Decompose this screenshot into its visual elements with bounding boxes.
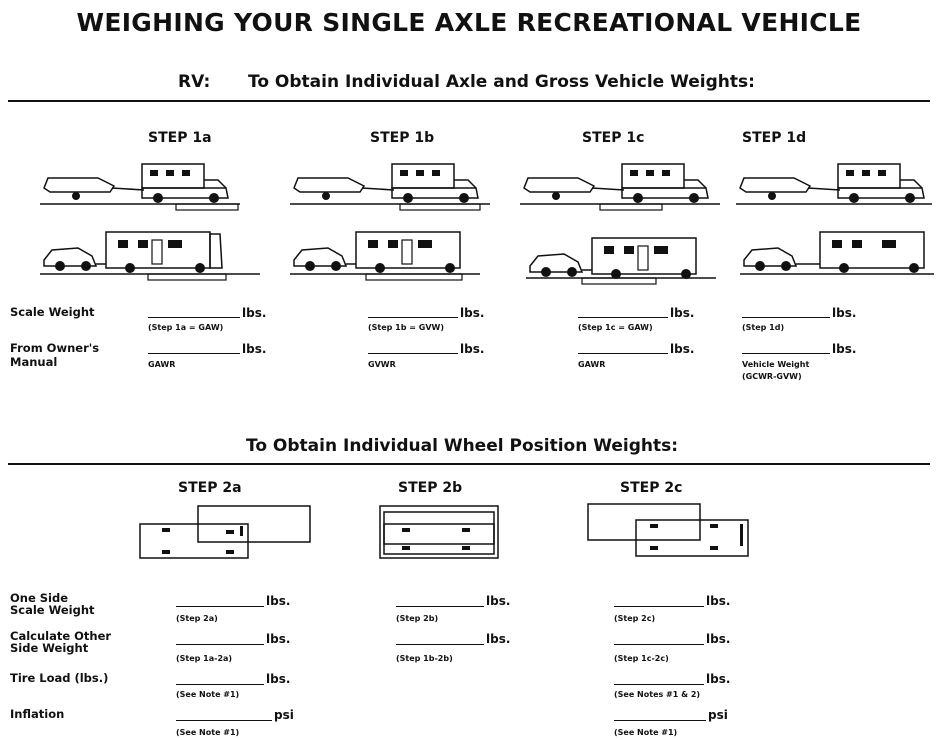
motorhome-car-illustration-1b	[290, 231, 480, 281]
step-2b-label: STEP 2b	[398, 480, 463, 496]
wheel-position-diagram-2b	[379, 505, 499, 559]
truck-boat-illustration-1a	[40, 163, 240, 211]
step-2a-other-side-unit: lbs.	[266, 632, 291, 646]
motorhome-car-illustration-1a	[40, 231, 260, 281]
step-1d-label: STEP 1d	[742, 130, 807, 146]
owners-manual-label-line2: Manual	[10, 355, 58, 369]
calc-other-label-line2: Side Weight	[10, 641, 89, 655]
step-1b-note: (Step 1b = GVW)	[368, 323, 444, 332]
step-1c-gawr-unit: lbs.	[670, 342, 695, 356]
step-2b-one-side-unit: lbs.	[486, 594, 511, 608]
section1-heading: To Obtain Individual Axle and Gross Vehi…	[248, 72, 755, 92]
step-2a-tire-load-note: (See Note #1)	[176, 690, 240, 699]
step-2b-one-side-note: (Step 2b)	[396, 614, 439, 623]
step-2c-label: STEP 2c	[620, 480, 683, 496]
step-2c-one-side-field[interactable]	[614, 592, 704, 607]
step-1d-scale-unit: lbs.	[832, 306, 857, 320]
step-2c-tire-load-unit: lbs.	[706, 672, 731, 686]
step-2b-other-side-note: (Step 1b-2b)	[396, 654, 453, 663]
step-2c-inflation-note: (See Note #1)	[614, 728, 678, 737]
step-1a-gawr-field[interactable]	[148, 339, 240, 354]
step-1b-gvwr-label: GVWR	[368, 360, 396, 369]
wheel-position-diagram-2a	[139, 505, 311, 559]
step-2a-tire-load-unit: lbs.	[266, 672, 291, 686]
step-2c-inflation-field[interactable]	[614, 706, 706, 721]
section1-divider	[8, 100, 930, 102]
calc-other-label-line1: Calculate Other	[10, 629, 112, 643]
step-2b-other-side-unit: lbs.	[486, 632, 511, 646]
step-1b-gvwr-unit: lbs.	[460, 342, 485, 356]
step-1b-scale-weight-field[interactable]	[368, 303, 458, 318]
motorhome-car-illustration-1c	[526, 237, 716, 285]
step-1a-scale-weight-field[interactable]	[148, 303, 240, 318]
step-1d-vehicle-weight-unit: lbs.	[832, 342, 857, 356]
step-2c-other-side-note: (Step 1c-2c)	[614, 654, 669, 663]
section2-heading: To Obtain Individual Wheel Position Weig…	[246, 436, 679, 456]
step-1c-scale-unit: lbs.	[670, 306, 695, 320]
step-1d-vehicle-weight-field[interactable]	[742, 339, 830, 354]
step-1d-scale-weight-field[interactable]	[742, 303, 830, 318]
step-1d-note: (Step 1d)	[742, 323, 785, 332]
step-2a-inflation-note: (See Note #1)	[176, 728, 240, 737]
step-1a-note: (Step 1a = GAW)	[148, 323, 224, 332]
truck-boat-illustration-1b	[290, 163, 490, 211]
step-2c-one-side-note: (Step 2c)	[614, 614, 656, 623]
step-2a-other-side-note: (Step 1a-2a)	[176, 654, 233, 663]
step-1d-vehicle-weight-formula: (GCWR-GVW)	[742, 372, 802, 381]
page-title: WEIGHING YOUR SINGLE AXLE RECREATIONAL V…	[76, 8, 862, 37]
step-2c-tire-load-note: (See Notes #1 & 2)	[614, 690, 701, 699]
step-2a-tire-load-field[interactable]	[176, 670, 264, 685]
step-2b-one-side-field[interactable]	[396, 592, 484, 607]
section2-divider	[8, 463, 930, 465]
step-2a-one-side-unit: lbs.	[266, 594, 291, 608]
tire-load-label: Tire Load (lbs.)	[10, 671, 109, 685]
step-2c-other-side-field[interactable]	[614, 630, 704, 645]
inflation-label: Inflation	[10, 707, 65, 721]
step-2c-one-side-unit: lbs.	[706, 594, 731, 608]
step-1c-gawr-field[interactable]	[578, 339, 668, 354]
step-1a-scale-unit: lbs.	[242, 306, 267, 320]
step-1c-scale-weight-field[interactable]	[578, 303, 668, 318]
truck-boat-illustration-1c	[520, 163, 720, 211]
step-1b-label: STEP 1b	[370, 130, 435, 146]
step-2a-other-side-field[interactable]	[176, 630, 264, 645]
step-2b-other-side-field[interactable]	[396, 630, 484, 645]
wheel-position-diagram-2c	[587, 503, 749, 557]
step-1c-gawr-label: GAWR	[578, 360, 606, 369]
step-1d-vehicle-weight-label: Vehicle Weight	[742, 360, 810, 369]
step-2a-inflation-unit: psi	[274, 708, 294, 722]
scale-weight-label: Scale Weight	[10, 305, 95, 319]
step-2a-one-side-note: (Step 2a)	[176, 614, 218, 623]
step-2c-inflation-unit: psi	[708, 708, 728, 722]
truck-boat-illustration-1d	[736, 163, 932, 205]
one-side-label-line2: Scale Weight	[10, 603, 95, 617]
step-2a-inflation-field[interactable]	[176, 706, 272, 721]
step-1c-label: STEP 1c	[582, 130, 645, 146]
step-2a-one-side-field[interactable]	[176, 592, 264, 607]
step-1b-scale-unit: lbs.	[460, 306, 485, 320]
step-2c-tire-load-field[interactable]	[614, 670, 704, 685]
one-side-label-line1: One Side	[10, 591, 69, 605]
step-2a-label: STEP 2a	[178, 480, 242, 496]
step-1b-gvwr-field[interactable]	[368, 339, 458, 354]
step-1c-note: (Step 1c = GAW)	[578, 323, 653, 332]
owners-manual-label-line1: From Owner's	[10, 341, 100, 355]
step-1a-gawr-unit: lbs.	[242, 342, 267, 356]
step-2c-other-side-unit: lbs.	[706, 632, 731, 646]
step-1a-gawr-label: GAWR	[148, 360, 176, 369]
step-1a-label: STEP 1a	[148, 130, 212, 146]
motorhome-car-illustration-1d	[740, 231, 934, 275]
section1-prefix: RV:	[178, 72, 211, 92]
